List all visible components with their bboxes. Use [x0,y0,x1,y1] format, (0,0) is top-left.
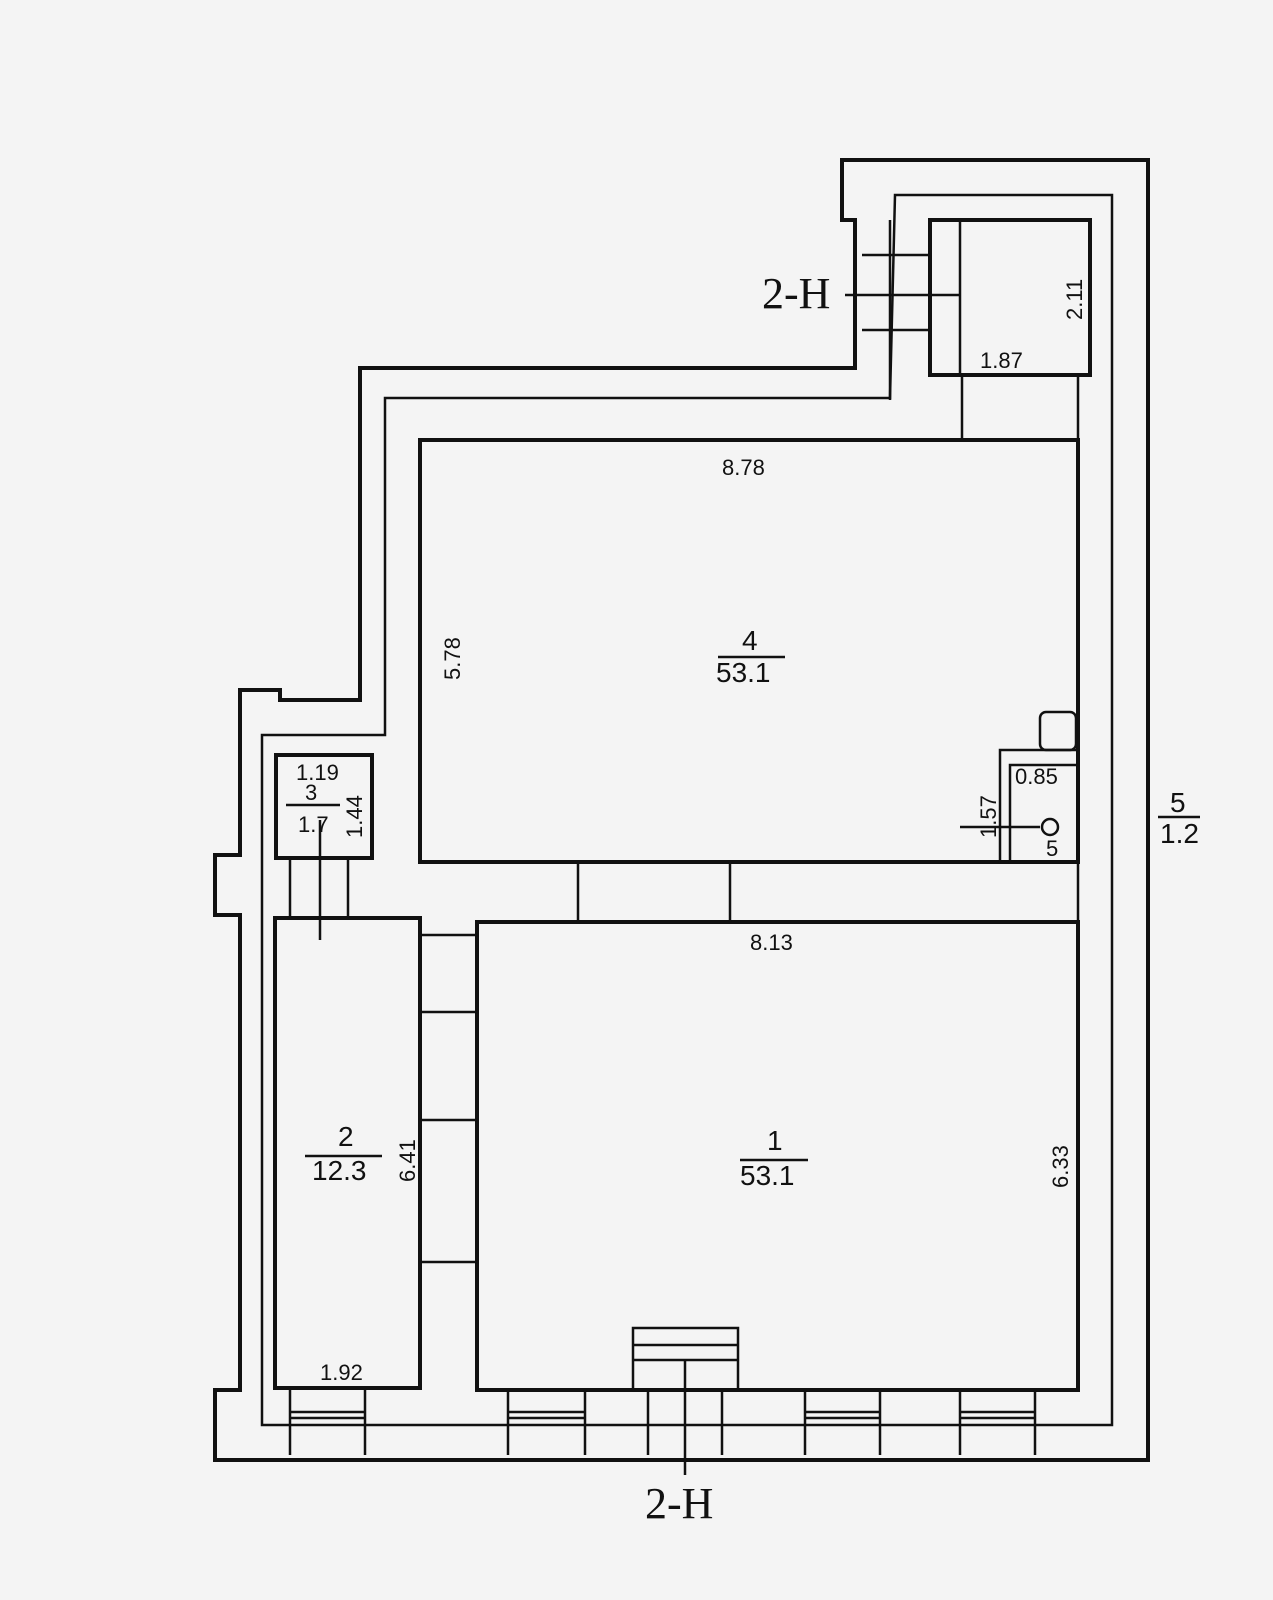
outer-wall [213,158,1150,1462]
inner-wall-line [260,193,1114,1427]
room-1-depth: 6.33 [1048,1145,1073,1188]
wc-room-inner [1008,763,1080,864]
stair-width: 1.87 [980,348,1023,373]
entrance-step-lines [633,1343,738,1362]
room-4-number: 4 [742,625,758,656]
room-1 [475,920,1080,1392]
fraction-bars [286,655,1200,1162]
room-3-number: 3 [305,780,317,805]
inner-wall-line-2 [960,375,1080,1390]
section-mark-bottom: 2-Н [645,1479,713,1528]
room-4 [418,438,1080,864]
room-4-width: 8.78 [722,455,765,480]
wc-width: 0.85 [1015,764,1058,789]
room-4-area: 53.1 [716,657,771,688]
room-2-depth: 6.41 [395,1139,420,1182]
room-2-width: 1.92 [320,1360,363,1385]
room-1-number: 1 [767,1125,783,1156]
room-3-depth: 1.44 [342,795,367,838]
corridor-area: 1.2 [1160,818,1199,849]
wc-number: 5 [1046,836,1058,861]
room-3 [274,753,374,860]
stair-room [928,218,1092,377]
room-3-area: 1.7 [298,812,329,837]
wc-depth: 1.57 [976,795,1001,838]
corridor-number: 5 [1170,787,1186,818]
door-openings [288,220,962,1264]
stair-depth: 2.11 [1062,279,1087,320]
windows [288,1390,1037,1455]
room-2-area: 12.3 [312,1155,367,1186]
room-3-width: 1.19 [296,760,339,785]
room-1-area: 53.1 [740,1160,795,1191]
room-2-number: 2 [338,1121,354,1152]
room-4-depth: 5.78 [440,637,465,680]
toilet-icon [1040,817,1060,837]
sink-icon [1038,710,1078,752]
section-mark-top: 2-Н [762,269,830,318]
room-1-width: 8.13 [750,930,793,955]
